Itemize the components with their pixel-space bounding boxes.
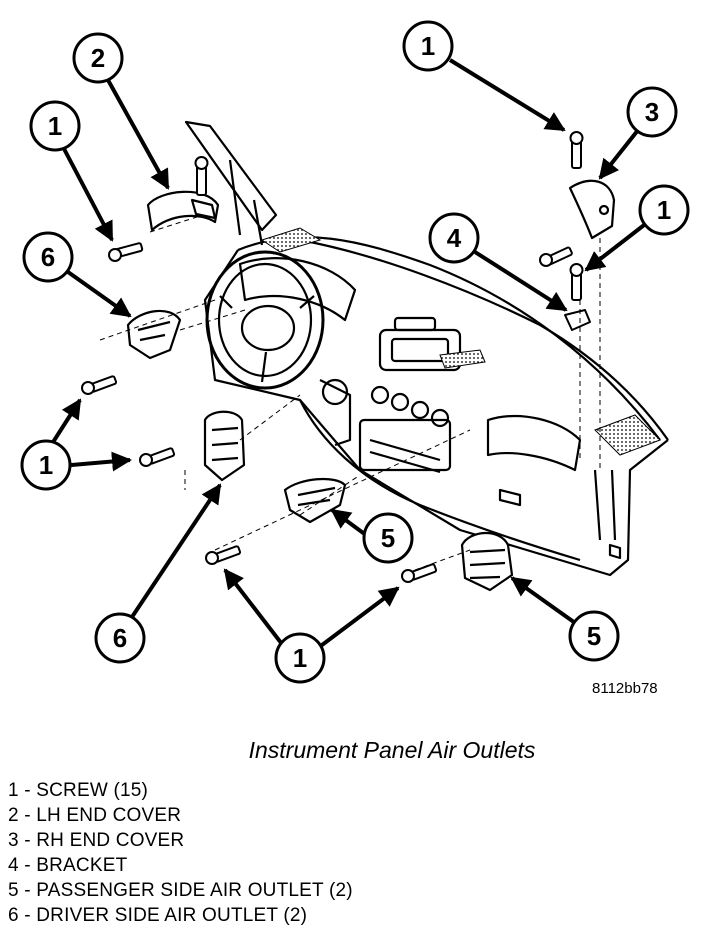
svg-text:1: 1 xyxy=(48,111,62,141)
defroster-grille-left xyxy=(260,227,322,253)
svg-text:1: 1 xyxy=(39,450,53,480)
callout-1-top-left-lower: 1 xyxy=(20,439,72,491)
screw-passenger-lower xyxy=(401,563,438,583)
svg-text:2: 2 xyxy=(91,43,105,73)
legend-item: 5 - PASSENGER SIDE AIR OUTLET (2) xyxy=(8,880,353,901)
instrument-panel xyxy=(184,120,669,577)
callout-1-upper-left: 1 xyxy=(29,100,81,152)
screw-driver-left xyxy=(81,375,118,395)
screw-left xyxy=(108,242,144,262)
callout-4: 4 xyxy=(428,212,480,264)
alignment-lines xyxy=(99,215,601,571)
passenger-side-air-outlet-center xyxy=(283,477,347,524)
driver-side-air-outlet-left xyxy=(126,309,182,360)
callout-1-top-right: 1 xyxy=(402,20,454,72)
svg-text:1: 1 xyxy=(421,31,435,61)
parts-legend: 1 - SCREW (15) 2 - LH END COVER 3 - RH E… xyxy=(8,778,353,928)
svg-text:1: 1 xyxy=(657,195,671,225)
callout-1-right: 1 xyxy=(638,184,690,236)
callout-2: 2 xyxy=(72,32,124,84)
callout-5-right: 5 xyxy=(568,610,620,662)
svg-text:1: 1 xyxy=(293,643,307,673)
legend-item: 2 - LH END COVER xyxy=(8,805,182,826)
legend-item: 4 - BRACKET xyxy=(8,855,128,876)
rh-end-cover xyxy=(568,179,616,240)
callout-6-bottom: 6 xyxy=(94,612,146,664)
screw-driver-lower xyxy=(139,447,176,467)
screw-rh-side xyxy=(539,246,573,267)
passenger-side-air-outlet-lower xyxy=(460,531,514,592)
instrument-panel-diagram: 1 2 1 6 1 3 1 4 5 6 1 5 1 xyxy=(0,0,690,684)
defroster-grille-right xyxy=(594,414,661,456)
legend-item: 1 - SCREW (15) xyxy=(8,780,149,801)
callout-6-left: 6 xyxy=(22,231,74,283)
svg-text:3: 3 xyxy=(645,97,659,127)
figure-code: 8112bb78 xyxy=(592,680,658,697)
legend-item: 3 - RH END COVER xyxy=(8,830,185,851)
svg-text:6: 6 xyxy=(113,623,127,653)
callout-5-center: 5 xyxy=(362,512,414,564)
driver-side-air-outlet-lower xyxy=(203,410,246,482)
callouts: 1 2 1 6 1 3 1 4 5 6 1 5 1 xyxy=(0,0,690,684)
screw-top-lh xyxy=(194,156,209,196)
svg-text:5: 5 xyxy=(587,621,601,651)
legend-item: 6 - DRIVER SIDE AIR OUTLET (2) xyxy=(8,905,308,926)
callout-3: 3 xyxy=(626,86,678,138)
lh-end-cover xyxy=(146,190,220,232)
svg-text:5: 5 xyxy=(381,523,395,553)
defroster-grille-center xyxy=(439,349,486,369)
leader-arrows xyxy=(46,58,650,650)
bracket xyxy=(564,309,591,331)
diagram-caption: Instrument Panel Air Outlets xyxy=(248,737,536,763)
screw-center-lower xyxy=(205,545,242,565)
screw-rh-top xyxy=(569,131,584,169)
callout-1-bottom: 1 xyxy=(274,632,326,684)
screw-bracket xyxy=(569,263,584,301)
callout-1-left-mid: 1 xyxy=(0,0,14,6)
svg-text:4: 4 xyxy=(447,223,462,253)
screws xyxy=(81,131,584,583)
svg-text:6: 6 xyxy=(41,242,55,272)
